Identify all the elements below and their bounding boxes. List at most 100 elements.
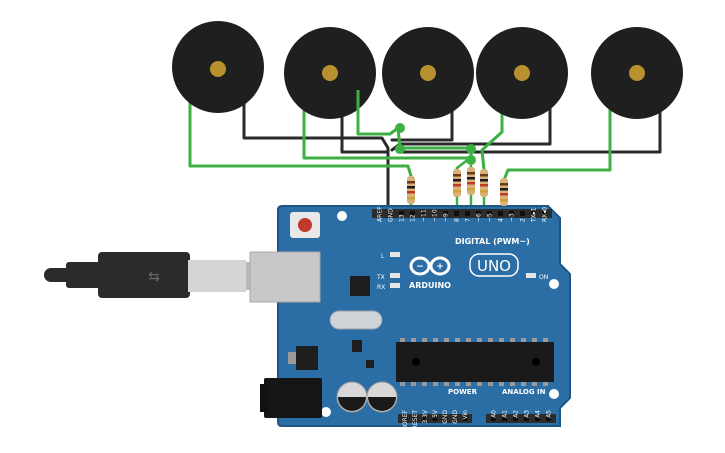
pin-socket[interactable]	[520, 211, 525, 216]
pin-socket[interactable]	[388, 211, 393, 216]
pin-socket[interactable]	[454, 211, 459, 216]
pin-label: RESET	[412, 410, 419, 430]
led-rx	[390, 283, 400, 288]
pin-socket[interactable]	[542, 211, 547, 216]
signal-wire-buzzer-1[interactable]	[188, 107, 413, 178]
pin-label: GND	[442, 410, 449, 424]
gnd-wire-buzzer-5[interactable]	[396, 107, 662, 154]
pin-socket[interactable]	[442, 416, 448, 421]
reset-button-cap[interactable]	[298, 218, 312, 232]
chip-pin	[411, 382, 416, 386]
dc-power-jack[interactable]	[264, 378, 322, 418]
pin-label: ~9	[443, 213, 450, 222]
pin-label: A2	[513, 410, 520, 418]
pin-label: ~11	[421, 209, 428, 222]
pin-socket[interactable]	[531, 211, 536, 216]
resistor-2[interactable]	[453, 169, 461, 197]
pin-socket[interactable]	[432, 211, 437, 216]
digital-pin-header	[372, 209, 552, 218]
pin-socket[interactable]	[452, 416, 458, 421]
signal-wire-buzzer-5[interactable]	[502, 107, 612, 182]
pin-socket[interactable]	[399, 211, 404, 216]
pin-socket[interactable]	[502, 416, 507, 421]
arduino-logo: − +	[409, 256, 451, 276]
pin-socket[interactable]	[462, 416, 468, 421]
pin-socket[interactable]	[465, 211, 470, 216]
pin-label: AREF	[377, 206, 384, 222]
led-l	[390, 252, 400, 257]
pin-socket[interactable]	[443, 211, 448, 216]
pin-label: ~3	[509, 213, 516, 222]
chip-pin	[532, 382, 537, 386]
pin-label: Vin	[462, 410, 469, 420]
gnd-wire-buzzer-1[interactable]	[242, 107, 390, 214]
pin-label: TX▸1	[531, 207, 538, 223]
pin-socket[interactable]	[491, 416, 496, 421]
pin-socket[interactable]	[377, 211, 382, 216]
piezo-buzzer-1[interactable]	[172, 21, 264, 113]
pin-label: ~5	[487, 213, 494, 222]
pin-socket[interactable]	[422, 416, 428, 421]
pin-socket[interactable]	[421, 211, 426, 216]
gnd-wire-buzzer-3[interactable]	[390, 107, 454, 142]
chip-pin	[532, 338, 537, 342]
pin-header-strip	[372, 209, 552, 218]
wire-junction-dot[interactable]	[395, 144, 405, 154]
wire-junction-dot[interactable]	[466, 155, 476, 165]
pin-socket[interactable]	[402, 416, 408, 421]
signal-wire-buzzer-4[interactable]	[480, 107, 504, 172]
chip-pin	[422, 338, 427, 342]
mounting-hole	[337, 211, 347, 221]
usb-b-cable[interactable]: ⇆	[44, 252, 250, 298]
buzzer-center	[210, 61, 226, 77]
model-badge	[469, 253, 519, 277]
signal-stub	[455, 156, 472, 170]
chip-pin	[510, 338, 515, 342]
mounting-hole	[549, 279, 559, 289]
pin-label: IOREF	[402, 409, 409, 427]
chip-pin	[521, 338, 526, 342]
pin-label: A0	[491, 410, 498, 418]
signal-wire-buzzer-2[interactable]	[302, 107, 472, 160]
pin-socket[interactable]	[476, 211, 481, 216]
pin-socket[interactable]	[498, 211, 503, 216]
resistors	[407, 167, 508, 206]
chip-pin	[444, 382, 449, 386]
wire-junction-dot[interactable]	[466, 144, 476, 154]
brand-name: ARDUINO	[409, 281, 451, 290]
piezo-buzzer-5[interactable]	[591, 27, 683, 119]
pin-label: ~10	[432, 209, 439, 222]
pin-label: 5V	[432, 409, 439, 418]
usb-socket	[249, 251, 321, 303]
pin-label: 2	[520, 218, 527, 222]
voltage-regulator	[296, 346, 318, 370]
digital-header-label: DIGITAL (PWM~)	[455, 237, 530, 246]
pin-socket[interactable]	[535, 416, 540, 421]
resistor-3[interactable]	[467, 167, 475, 195]
pin-socket[interactable]	[524, 416, 529, 421]
piezo-buzzer-2[interactable]	[284, 27, 376, 119]
chip-pin	[411, 338, 416, 342]
wire-junction-dot[interactable]	[395, 123, 405, 133]
resistor-1[interactable]	[407, 176, 415, 204]
resistor-4[interactable]	[480, 169, 488, 197]
pin-label: 7	[465, 218, 472, 222]
pin-socket[interactable]	[546, 416, 551, 421]
pin-header-strip	[486, 414, 556, 423]
led-rx-label: RX	[377, 284, 385, 291]
piezo-buzzer-3[interactable]	[356, 27, 474, 119]
pin-socket[interactable]	[432, 416, 438, 421]
pin-socket[interactable]	[412, 416, 418, 421]
pin-socket[interactable]	[513, 416, 518, 421]
chip-pin	[433, 382, 438, 386]
gnd-wire-buzzer-2[interactable]	[340, 107, 390, 154]
atmega-microcontroller	[396, 338, 554, 386]
pin-socket[interactable]	[410, 211, 415, 216]
pin-socket[interactable]	[509, 211, 514, 216]
resistor-5[interactable]	[500, 178, 508, 206]
analog-header-label: ANALOG IN	[502, 388, 546, 396]
pin-socket[interactable]	[487, 211, 492, 216]
pin-label: A4	[535, 410, 542, 418]
piezo-buzzer-4[interactable]	[476, 27, 568, 119]
